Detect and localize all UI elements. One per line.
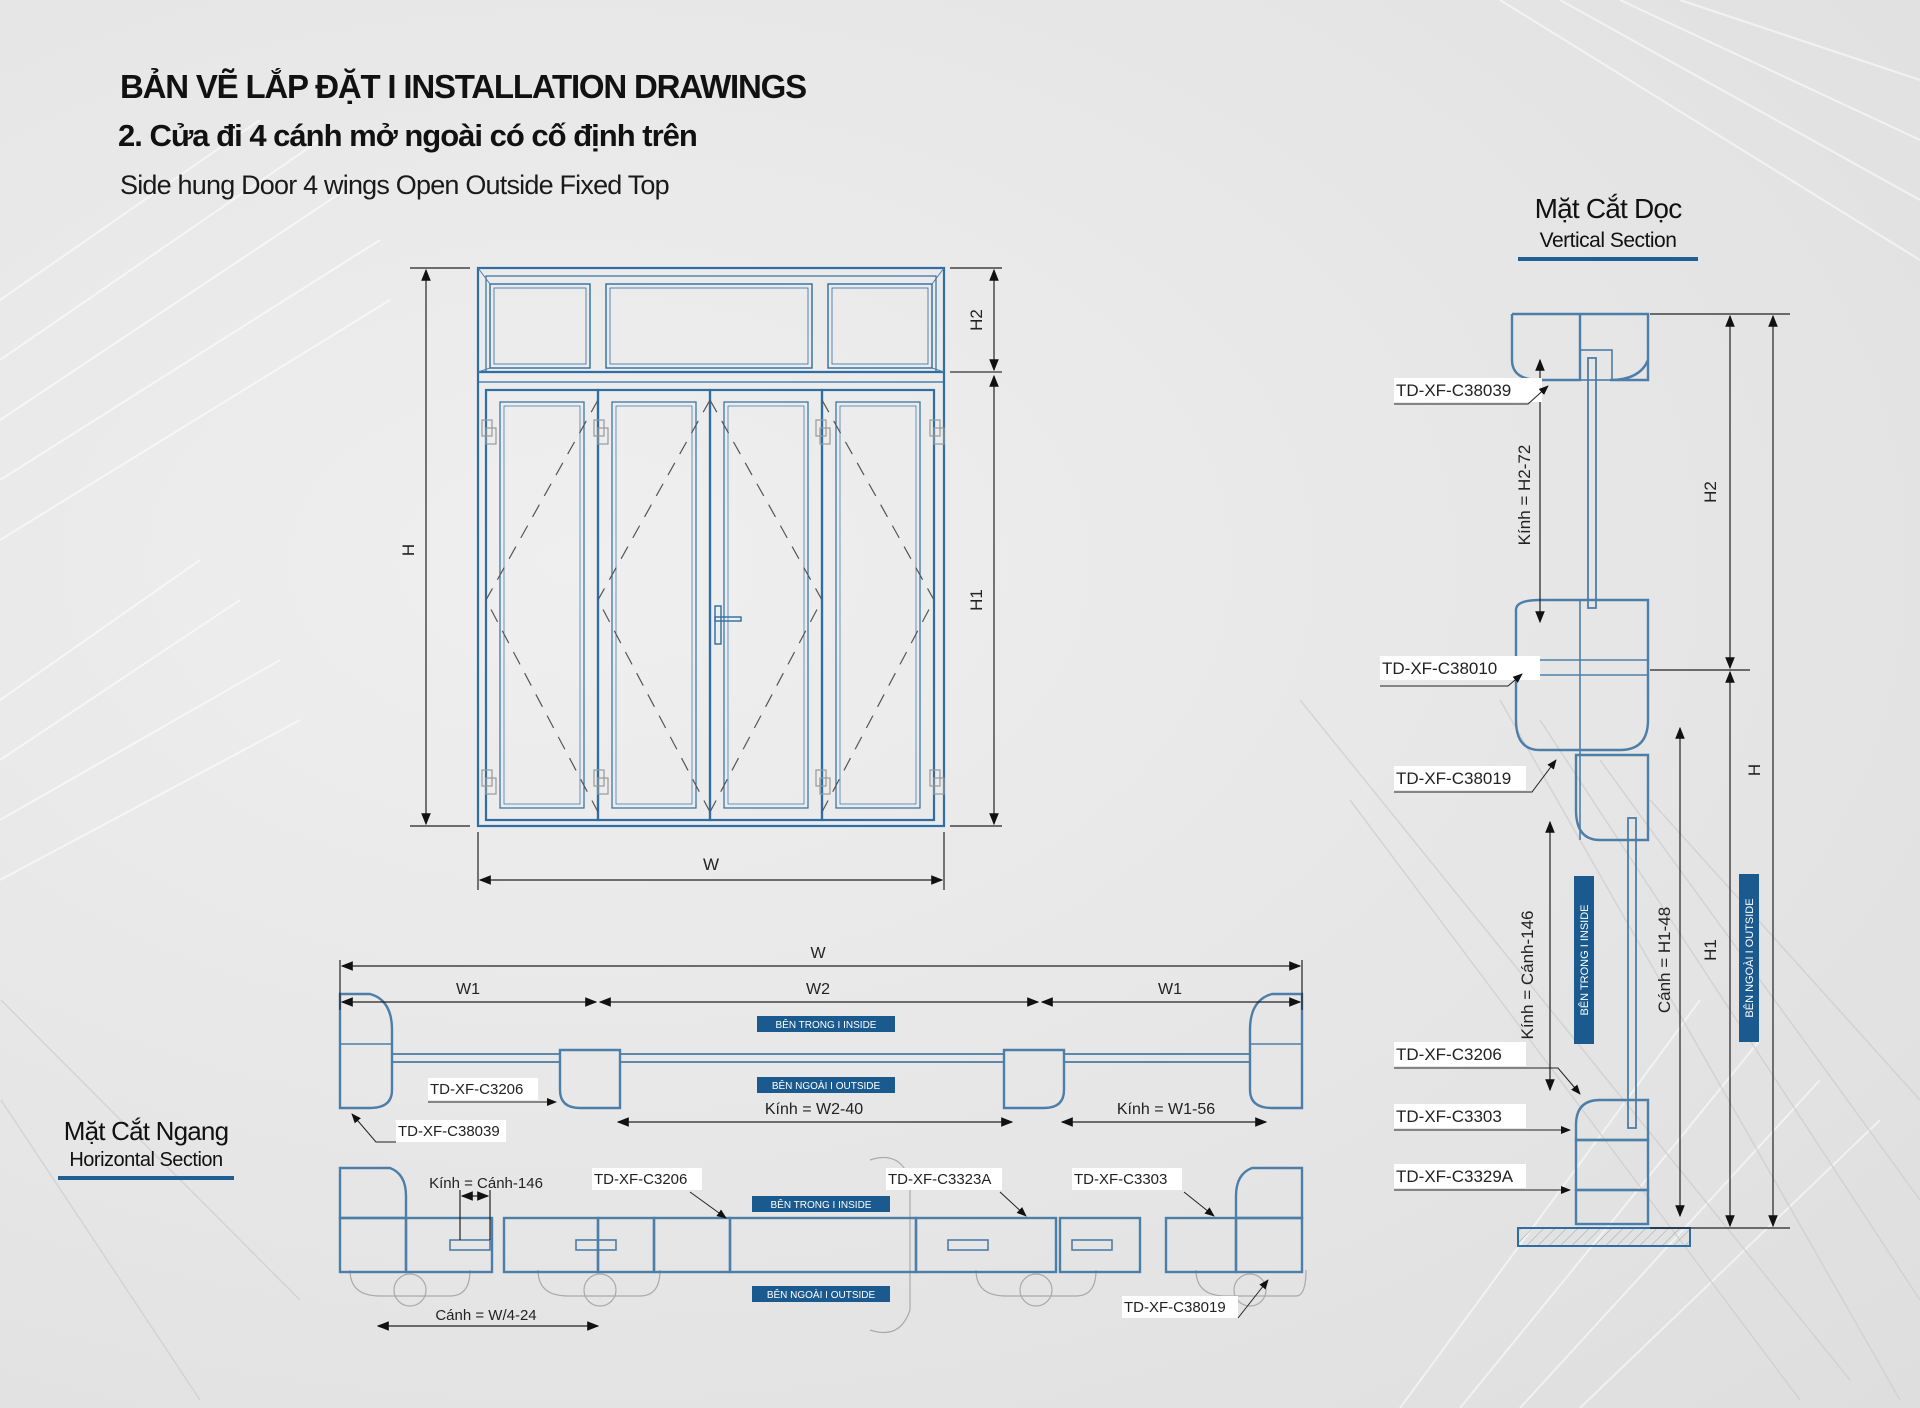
- opening-indicators: [485, 399, 935, 813]
- vertical-section-heading: Mặt Cắt Dọc Vertical Section: [1518, 193, 1698, 261]
- hlabel-b: TD-XF-C38039: [398, 1123, 500, 1140]
- hdim-w2: W2: [806, 981, 830, 998]
- vlabel-transom: TD-XF-C38010: [1382, 659, 1497, 678]
- svg-text:BÊN TRONG I INSIDE: BÊN TRONG I INSIDE: [1578, 904, 1591, 1015]
- hprofile-sash-6: [1164, 1216, 1238, 1274]
- dim-label-h2: H2: [967, 309, 986, 331]
- hinge-icons: [481, 419, 945, 795]
- profile-transom: [1514, 598, 1650, 752]
- hprofile-sash-3: [652, 1216, 732, 1274]
- outer-frame: [476, 266, 946, 828]
- page-subtitle-en: Side hung Door 4 wings Open Outside Fixe…: [120, 170, 670, 200]
- vlabel-threshold: TD-XF-C3329A: [1396, 1167, 1514, 1186]
- badge-outside-bottom: BÊN NGOÀI I OUTSIDE: [752, 1286, 890, 1302]
- floor-slab: [1517, 1227, 1691, 1247]
- profile-threshold: [1574, 1188, 1650, 1226]
- hlabel-sash-b: TD-XF-C3323A: [888, 1171, 991, 1188]
- horizontal-section-heading: Mặt Cắt Ngang Horizontal Section: [58, 1116, 234, 1180]
- hdim-w1-left: W1: [456, 981, 480, 998]
- svg-text:BÊN NGOÀI I OUTSIDE: BÊN NGOÀI I OUTSIDE: [772, 1079, 881, 1092]
- profile-sash-bottom: [1574, 1098, 1650, 1142]
- page-title: BẢN VẼ LẮP ĐẶT I INSTALLATION DRAWINGS: [120, 68, 807, 105]
- glass-top: [1587, 357, 1597, 609]
- hlabel-sash-a: TD-XF-C3206: [594, 1171, 687, 1188]
- hprofile-sash-frame-left: [338, 1166, 408, 1220]
- hprofile-sash-center: [728, 1216, 918, 1274]
- glass-bottom: [1627, 817, 1637, 1129]
- hdim-w: W: [810, 945, 826, 962]
- vdim-h1: H1: [1701, 939, 1720, 961]
- vlabel-bottom-frame: TD-XF-C3303: [1396, 1107, 1502, 1126]
- hdim-glass-side: Kính = W1-56: [1117, 1101, 1215, 1118]
- hdim-w1-right: W1: [1158, 981, 1182, 998]
- vlabel-sash-bottom: TD-XF-C3206: [1396, 1045, 1502, 1064]
- hdim-sash-glass: Kính = Cánh-146: [429, 1175, 543, 1192]
- svg-text:BÊN NGOÀI I OUTSIDE: BÊN NGOÀI I OUTSIDE: [767, 1288, 876, 1301]
- hprofile-sash-frame-right: [1234, 1166, 1304, 1220]
- dim-label-h1: H1: [967, 589, 986, 611]
- hglass-right: [1063, 1053, 1251, 1063]
- vertical-section-title-vi: Mặt Cắt Dọc: [1534, 193, 1683, 224]
- svg-text:BÊN TRONG I INSIDE: BÊN TRONG I INSIDE: [776, 1018, 877, 1031]
- dim-label-w: W: [703, 855, 719, 874]
- vlabel-top-frame: TD-XF-C38039: [1396, 381, 1511, 400]
- hprofile-mullion-right: [1002, 1048, 1066, 1110]
- hprofile-sash-1: [404, 1216, 494, 1274]
- page-subtitle-vi: 2. Cửa đi 4 cánh mở ngoài có cố định trê…: [118, 118, 698, 153]
- badge-inside-top: BÊN TRONG I INSIDE: [757, 1016, 895, 1032]
- heading-underline: [1518, 257, 1698, 261]
- profile-sash-top: [1574, 753, 1650, 842]
- hprofile-sash-2: [502, 1216, 600, 1274]
- badge-outside-vertical: BÊN NGOÀI I OUTSIDE: [1739, 874, 1759, 1042]
- horizontal-section-title-en: Horizontal Section: [69, 1149, 223, 1171]
- svg-text:BÊN NGOÀI I OUTSIDE: BÊN NGOÀI I OUTSIDE: [1743, 898, 1756, 1017]
- dim-label-h: H: [399, 544, 418, 556]
- vdim-h2: H2: [1701, 481, 1720, 503]
- vlabel-sash-top: TD-XF-C38019: [1396, 769, 1511, 788]
- hglass-left: [391, 1053, 561, 1063]
- hdim-glass-mid: Kính = W2-40: [765, 1101, 863, 1118]
- hlabel-sash-c: TD-XF-C3303: [1074, 1171, 1167, 1188]
- door-sashes: [484, 388, 936, 822]
- hprofile-sash-4: [914, 1216, 1058, 1274]
- fixed-top-panels: [489, 283, 933, 369]
- hprofile-sash-5: [1058, 1216, 1142, 1274]
- vertical-section-title-en: Vertical Section: [1539, 229, 1677, 252]
- svg-text:BÊN TRONG I INSIDE: BÊN TRONG I INSIDE: [771, 1198, 872, 1211]
- hdim-sash-width: Cánh = W/4-24: [435, 1307, 536, 1324]
- hlabel-sash-d: TD-XF-C38019: [1124, 1299, 1226, 1316]
- vdim-h: H: [1745, 764, 1764, 776]
- badge-inside-vertical: BÊN TRONG I INSIDE: [1574, 876, 1594, 1044]
- heading-underline: [58, 1176, 234, 1180]
- vdim-glass-top: Kính = H2-72: [1515, 445, 1534, 546]
- badge-inside-bottom: BÊN TRONG I INSIDE: [752, 1196, 890, 1212]
- vdim-sash: Cánh = H1-48: [1655, 907, 1674, 1013]
- horizontal-section-title-vi: Mặt Cắt Ngang: [63, 1116, 229, 1146]
- door-handle-icon: [714, 605, 742, 645]
- hprofile-mullion-left: [558, 1048, 622, 1110]
- hglass-mid: [619, 1053, 1005, 1063]
- hlabel-a: TD-XF-C3206: [430, 1081, 523, 1098]
- badge-outside-top: BÊN NGOÀI I OUTSIDE: [757, 1077, 895, 1093]
- vdim-glass-bottom: Kính = Cánh-146: [1518, 910, 1537, 1039]
